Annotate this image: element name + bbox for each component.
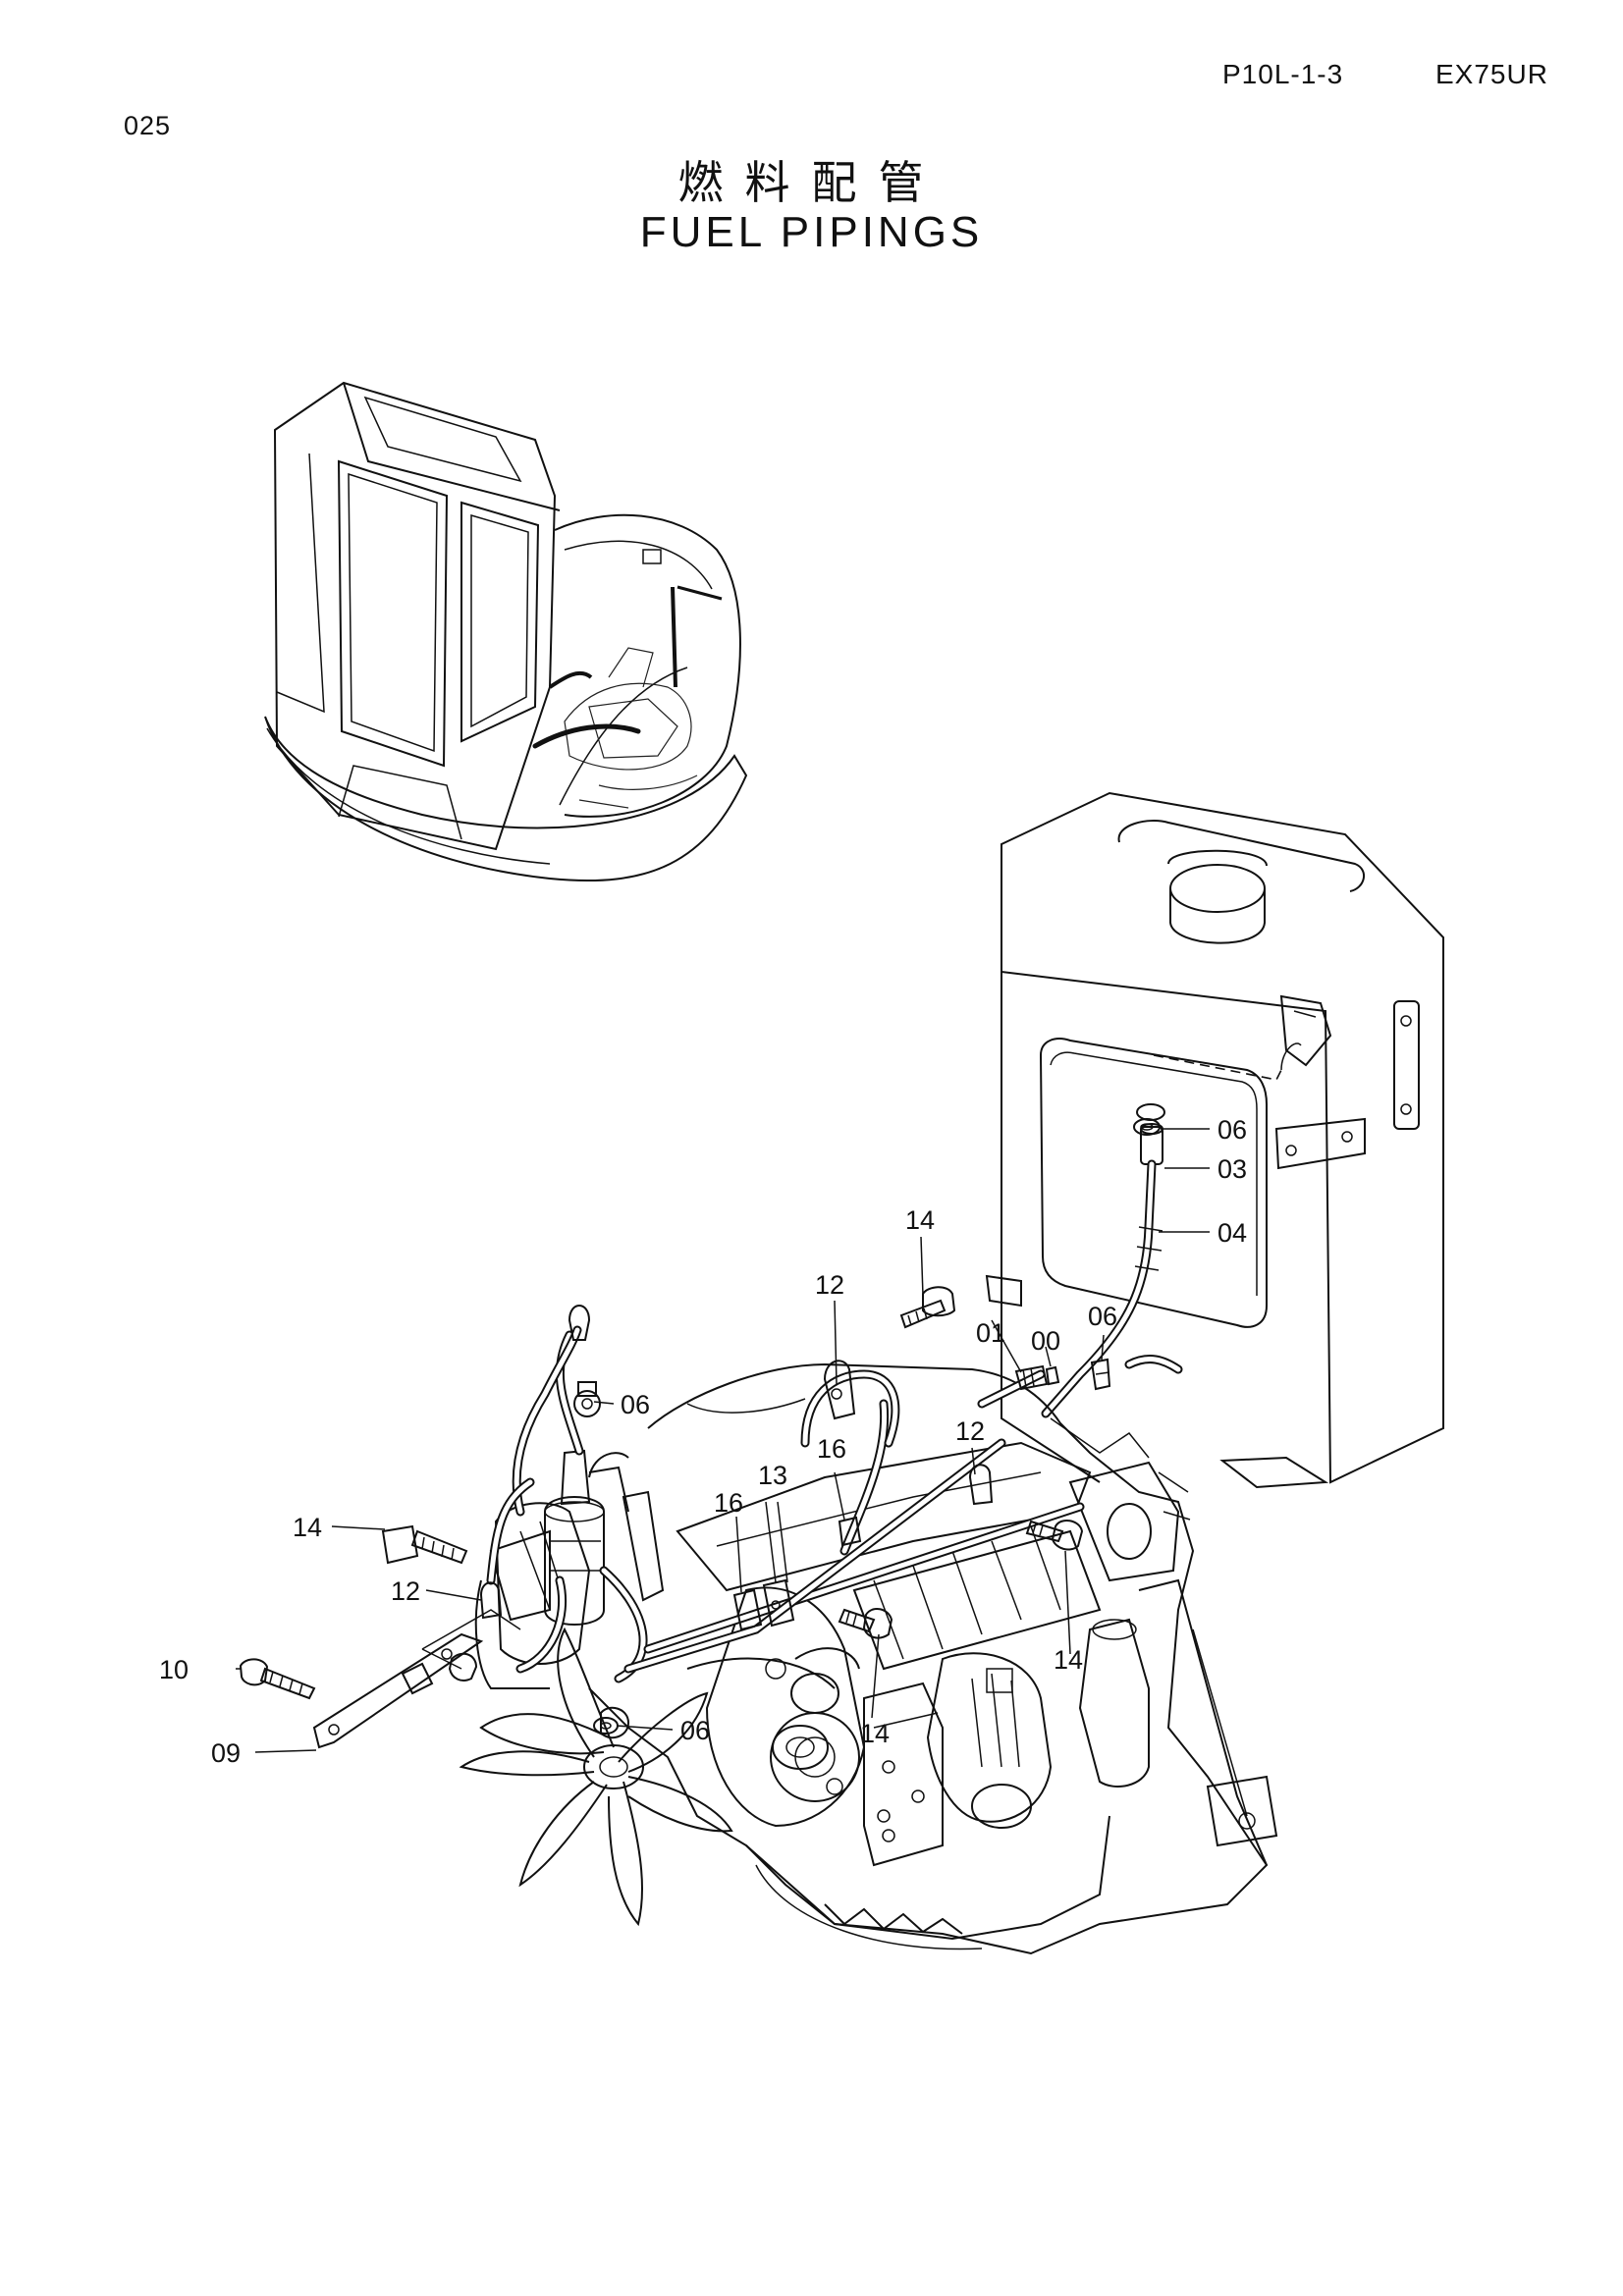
- model-number: EX75UR: [1435, 59, 1548, 89]
- engine-illustration: [239, 1118, 1278, 1955]
- page-code: P10L-1-3: [1222, 59, 1344, 89]
- callout-06-tank: 06: [1217, 1115, 1247, 1145]
- callout-labels: 06 03 04 14 12 06 01 00 06 12 16 13 16 1…: [159, 1115, 1247, 1768]
- title-english: FUEL PIPINGS: [639, 208, 984, 256]
- bolt-top-illustration: [899, 1286, 956, 1329]
- callout-01: 01: [976, 1318, 1005, 1348]
- cooling-fan-illustration: [459, 1627, 733, 1927]
- callout-04: 04: [1217, 1218, 1247, 1248]
- bolt-10-illustration: [239, 1658, 316, 1700]
- callout-12-right: 12: [955, 1416, 985, 1446]
- title-japanese: 燃料配管: [677, 156, 946, 209]
- callout-16-upper: 16: [817, 1434, 846, 1464]
- excavator-overview-illustration: [264, 381, 748, 882]
- callout-06-left: 06: [621, 1390, 650, 1419]
- leader-lines: [236, 1128, 1210, 1753]
- callout-14-top: 14: [905, 1205, 935, 1235]
- callout-03: 03: [1217, 1154, 1247, 1184]
- callout-14-left: 14: [293, 1513, 322, 1542]
- bolt-right-illustration: [1025, 1520, 1084, 1551]
- callout-10: 10: [159, 1655, 189, 1684]
- page-number: 025: [124, 111, 172, 140]
- callout-06-bottom: 06: [680, 1716, 710, 1745]
- bolt-bottom-illustration: [838, 1608, 893, 1639]
- callout-09: 09: [211, 1738, 241, 1768]
- strap-09-illustration: [312, 1632, 484, 1749]
- callout-00: 00: [1031, 1326, 1060, 1356]
- callout-13: 13: [758, 1461, 787, 1490]
- bolt-left-illustration: [381, 1524, 468, 1565]
- callout-12-top: 12: [815, 1270, 844, 1300]
- callout-14-right: 14: [1054, 1645, 1083, 1675]
- callout-14-bottom: 14: [860, 1719, 890, 1748]
- callout-06-mid: 06: [1088, 1302, 1117, 1331]
- fuel-tank-illustration: [985, 791, 1444, 1489]
- callout-12-left: 12: [391, 1576, 420, 1606]
- fuel-hose-illustration: [1041, 1103, 1183, 1418]
- callout-16-lower: 16: [714, 1488, 743, 1518]
